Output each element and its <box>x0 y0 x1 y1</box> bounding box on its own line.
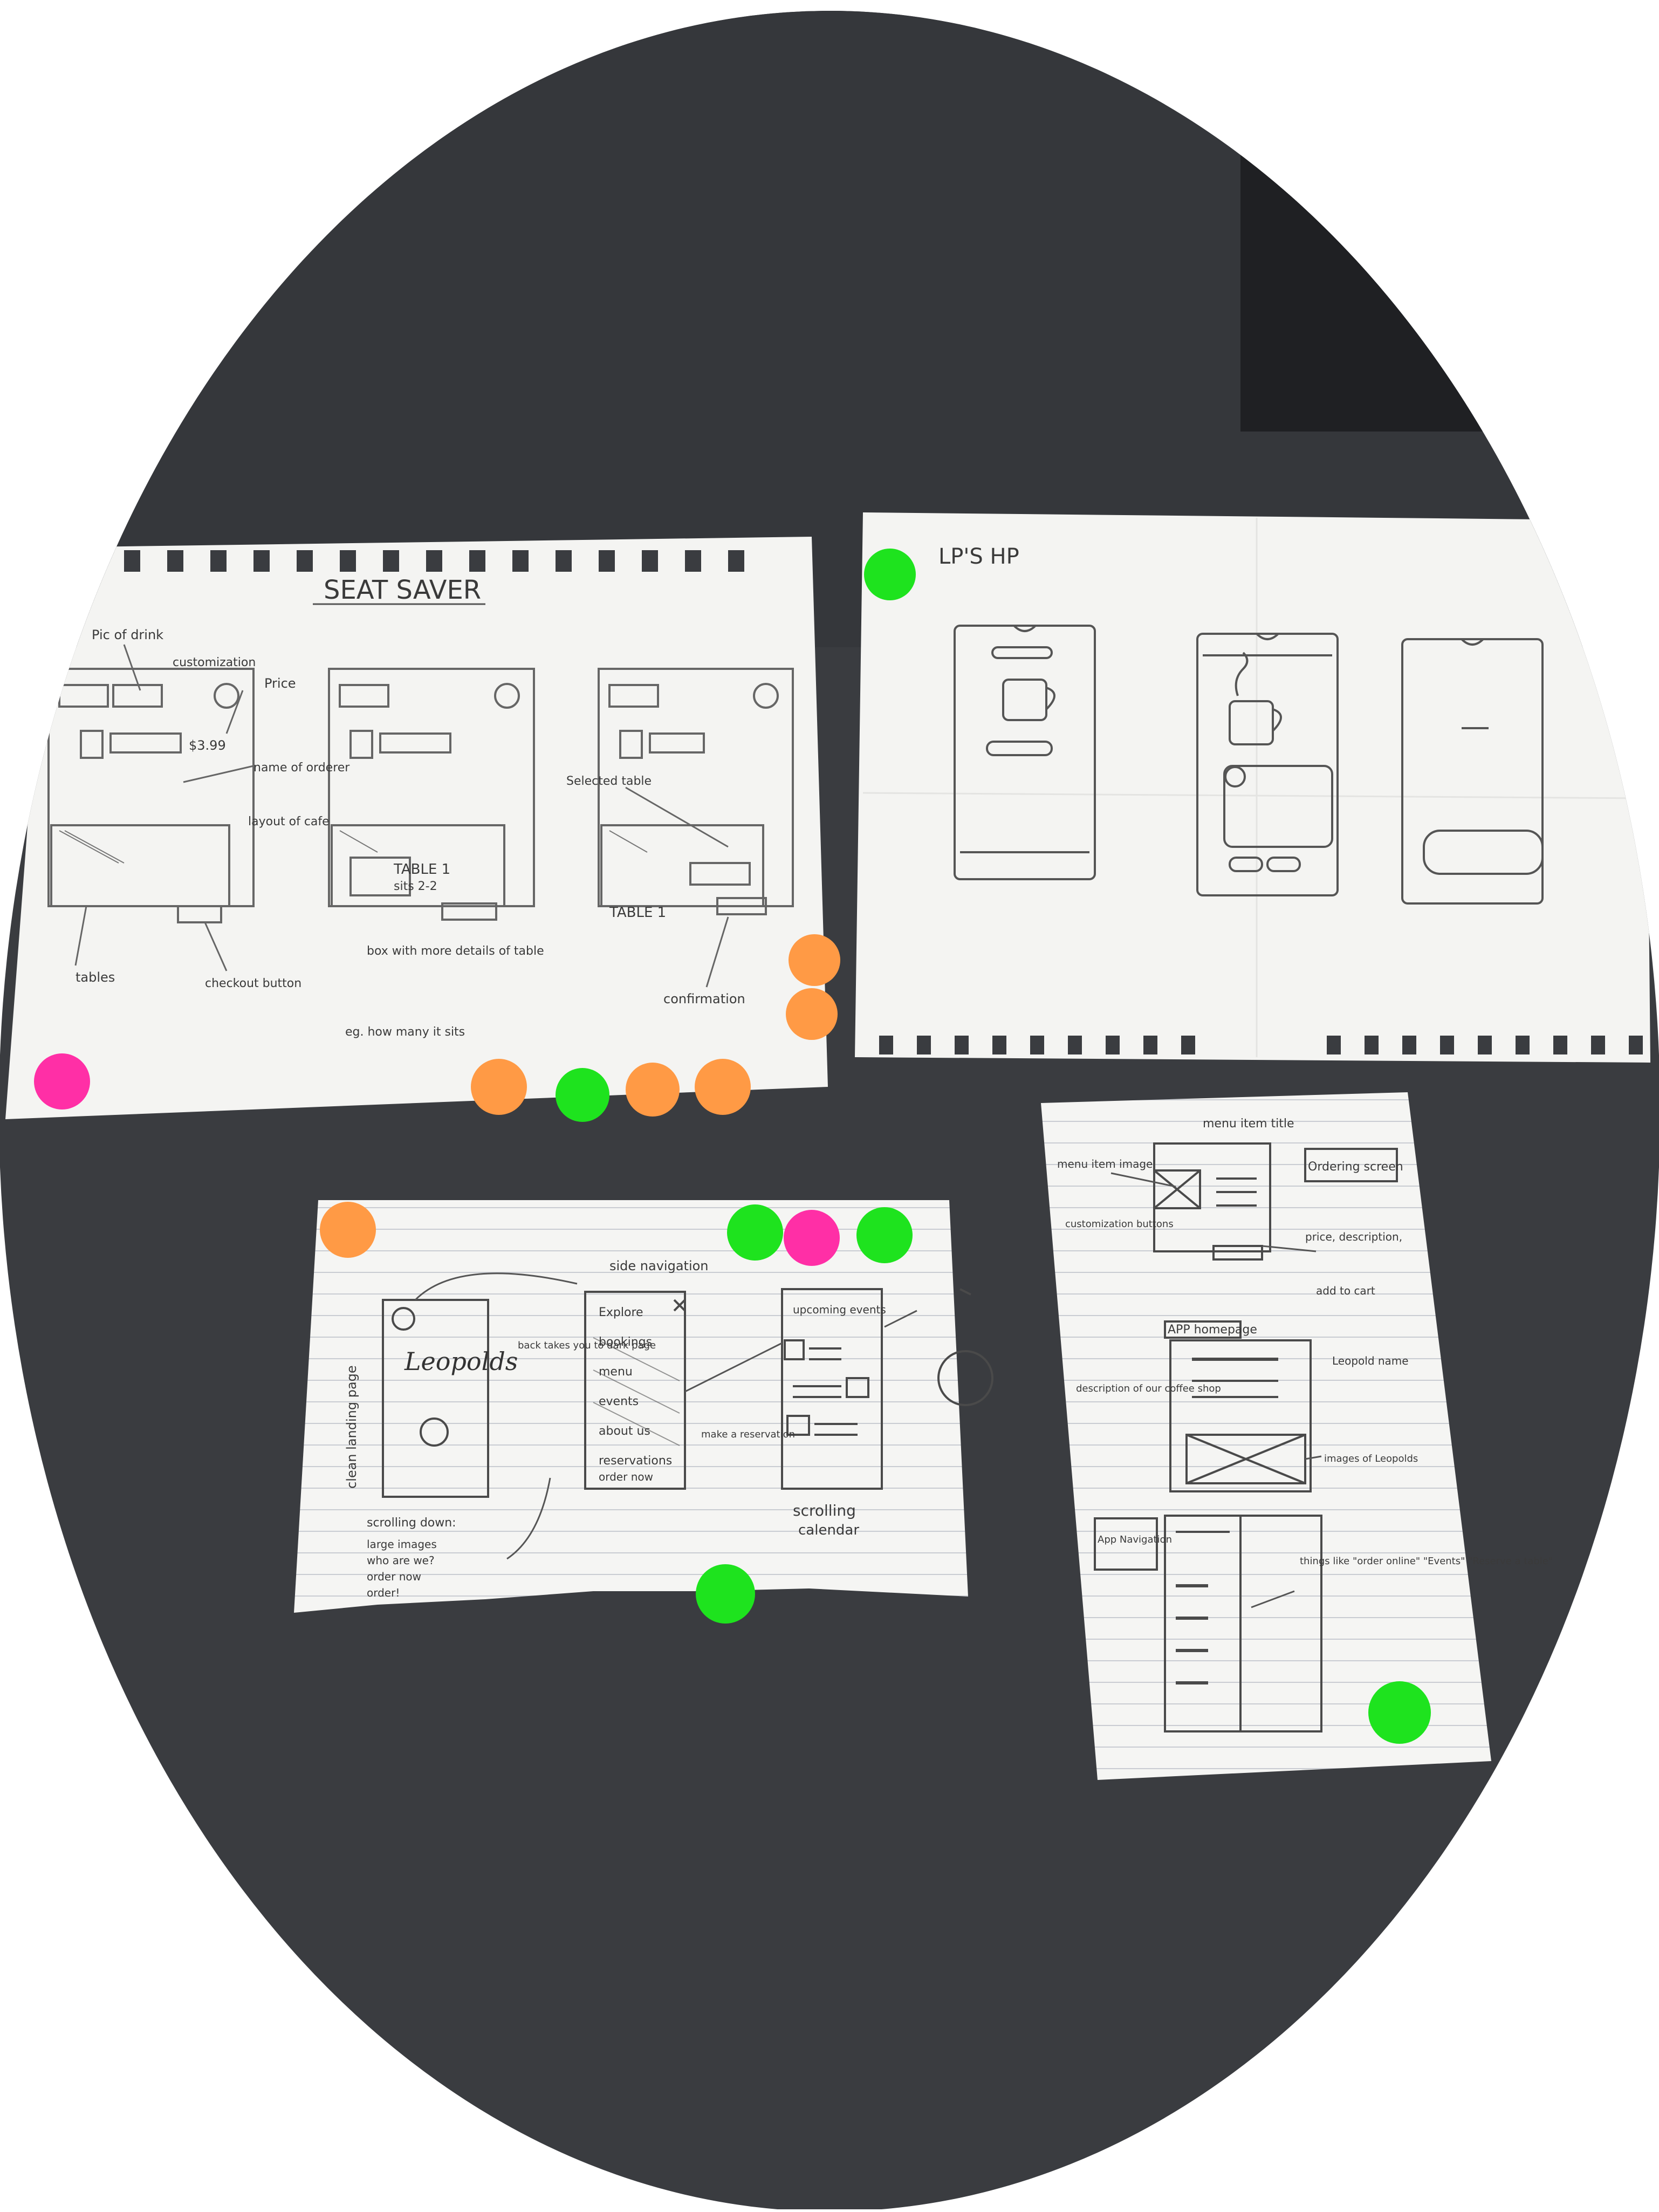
green-dot <box>864 549 916 600</box>
label-leopold-name: Leopold name <box>1332 1354 1409 1367</box>
green-dot <box>1368 1681 1431 1744</box>
label-add-to-cart: add to cart <box>1316 1284 1375 1297</box>
label-confirmation: confirmation <box>663 991 745 1006</box>
lps-hp-title: LP'S HP <box>938 544 1019 569</box>
label-scrolling: scrolling <box>793 1502 856 1519</box>
seat-saver-title: SEAT SAVER <box>324 575 481 605</box>
menu-item: reservations <box>599 1454 672 1468</box>
label-upcoming-events: upcoming events <box>793 1303 886 1316</box>
label-things-like: things like "order online" "Events" "Res… <box>1300 1556 1553 1567</box>
sheet-leopolds: Leopolds clean landing page side navigat… <box>294 1200 993 1624</box>
label-menu-item-title: menu item title <box>1203 1117 1294 1131</box>
seats-label: sits 2-2 <box>394 880 437 893</box>
label-images-of-leopolds: images of Leopolds <box>1324 1453 1418 1464</box>
label-description-coffee-shop: description of our coffee shop <box>1076 1383 1221 1394</box>
price-value: $3.99 <box>189 738 226 753</box>
label-ordering-screen: Ordering screen <box>1308 1160 1403 1174</box>
label-name-of-orderer: name of orderer <box>253 761 350 775</box>
orange-dot <box>786 988 838 1040</box>
label-scrolling-down: scrolling down: <box>367 1516 456 1530</box>
label-box-details: box with more details of table <box>367 944 544 958</box>
menu-item: events <box>599 1395 639 1408</box>
menu-item: bookings <box>599 1336 652 1349</box>
label-price-description: price, description, <box>1305 1230 1402 1243</box>
menu-item: Explore <box>599 1306 643 1319</box>
table-1b-label: TABLE 1 <box>609 905 666 921</box>
side-nav-menu: Explore bookings menu events about us re… <box>599 1306 672 1483</box>
label-tables: tables <box>76 970 115 985</box>
label-make-reservation: make a reservation <box>701 1429 795 1440</box>
label-customization-buttons: customization buttons <box>1065 1218 1174 1230</box>
orange-dot <box>695 1059 751 1115</box>
green-dot <box>556 1068 609 1122</box>
orange-dot <box>789 934 840 986</box>
label-price: Price <box>264 676 296 691</box>
label-checkout-button: checkout button <box>205 977 301 990</box>
label-eg-sits: eg. how many it sits <box>345 1025 465 1039</box>
green-dot <box>727 1204 783 1261</box>
sheet-lps-hp: LP'S HP <box>855 512 1650 1063</box>
menu-item: about us <box>599 1425 650 1438</box>
orange-dot <box>320 1202 376 1258</box>
menu-item: menu <box>599 1365 633 1379</box>
label-clean-landing-page: clean landing page <box>344 1365 359 1489</box>
table-1-label: TABLE 1 <box>393 861 450 878</box>
label-back-to-dark: back takes you to dark page <box>518 1340 656 1351</box>
orange-dot <box>471 1059 527 1115</box>
sheet-app-notes: menu item title menu item image Ordering… <box>1041 1092 1553 1780</box>
label-app-navigation: App Navigation <box>1098 1534 1172 1545</box>
orange-dot <box>626 1063 680 1117</box>
leopolds-title: Leopolds <box>404 1347 518 1376</box>
label-customization: customization <box>173 656 256 669</box>
label-calendar: calendar <box>798 1522 859 1538</box>
pink-dot <box>784 1210 840 1266</box>
pink-dot <box>34 1053 90 1110</box>
label-app-homepage: APP homepage <box>1168 1323 1257 1337</box>
label-side-navigation: side navigation <box>609 1258 709 1273</box>
menu-item: order now <box>599 1470 653 1483</box>
label-pic-of-drink: Pic of drink <box>92 627 163 642</box>
green-dot <box>696 1564 755 1624</box>
label-layout-of-cafe: layout of cafe <box>248 815 330 828</box>
label-menu-item-image: menu item image <box>1057 1158 1153 1170</box>
bullet-item: large images <box>367 1538 437 1551</box>
bullet-item: who are we? <box>367 1554 435 1567</box>
bullet-item: order now <box>367 1570 421 1583</box>
sheet-seat-saver: SEAT SAVER <box>5 537 828 1119</box>
bullet-item: order! <box>367 1586 400 1599</box>
label-selected-table: Selected table <box>566 775 652 788</box>
green-dot <box>1579 511 1630 563</box>
green-dot <box>856 1207 913 1263</box>
